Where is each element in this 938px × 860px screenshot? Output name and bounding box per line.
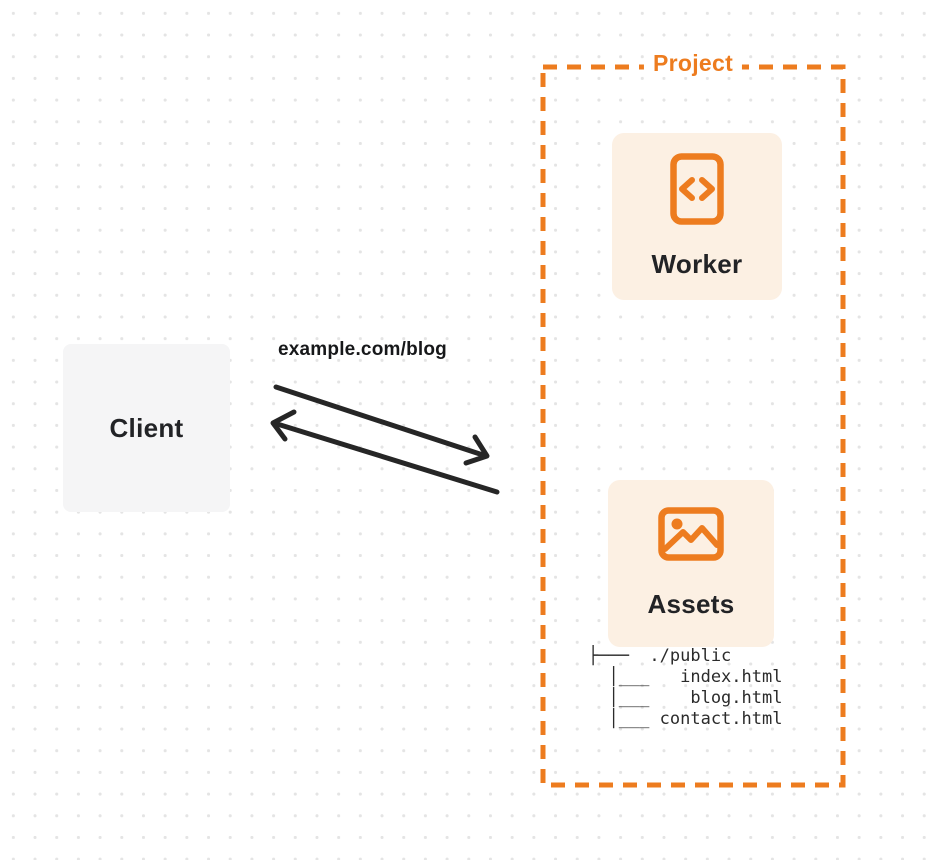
assets-label: Assets — [647, 589, 735, 619]
response-arrow — [270, 409, 500, 495]
project-label: Project — [643, 50, 743, 77]
assets-node: Assets — [608, 480, 774, 647]
worker-node: Worker — [612, 133, 782, 300]
request-url-label: example.com/blog — [278, 339, 447, 360]
client-node: Client — [63, 344, 230, 512]
worker-label: Worker — [651, 249, 743, 279]
client-label: Client — [109, 412, 184, 443]
request-arrow — [273, 384, 490, 466]
image-icon — [658, 507, 724, 561]
code-document-icon — [670, 153, 724, 225]
assets-file-tree: ├─── ./public │___ index.html │___ blog.… — [588, 646, 783, 729]
